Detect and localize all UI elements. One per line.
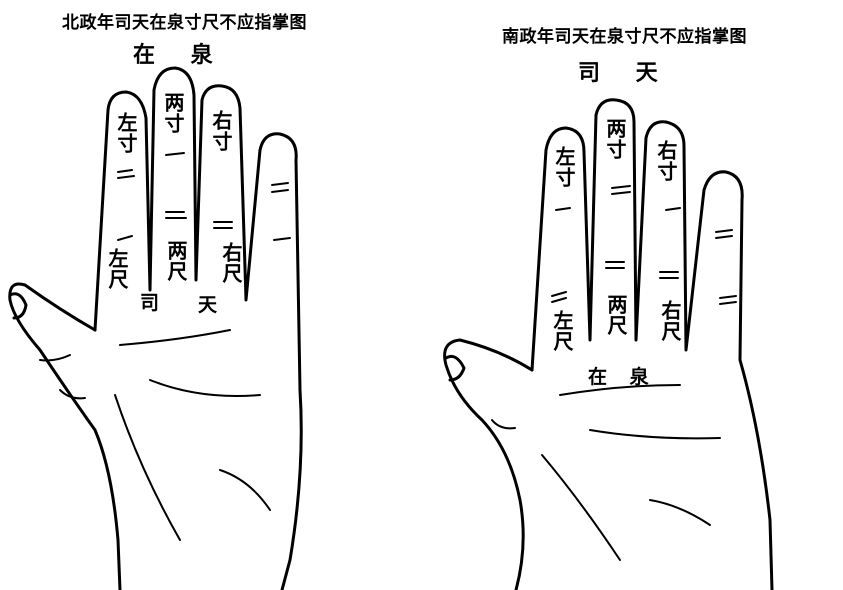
left-hand-drawing: [8, 66, 303, 590]
right-hand-drawing: [443, 98, 774, 590]
label-left-chi: 左尺: [550, 310, 574, 352]
label-left-cun: 左寸: [552, 146, 576, 188]
label-right-chi: 右尺: [658, 300, 682, 342]
label-right-cun: 右寸: [209, 110, 233, 152]
south-hand-diagram: 南政年司天在泉寸尺不应指掌图 司 天 左寸 两寸 右寸 左尺: [420, 0, 843, 590]
label-both-cun: 两寸: [161, 92, 185, 134]
label-both-chi: 两尺: [604, 294, 628, 336]
north-diagram-title: 北政年司天在泉寸尺不应指掌图: [62, 13, 307, 33]
north-hand-diagram: 北政年司天在泉寸尺不应指掌图 在 泉 左寸 两寸 右寸 左尺: [0, 0, 420, 590]
bottom-label-si: 司: [140, 292, 160, 314]
label-left-cun: 左寸: [114, 112, 138, 154]
label-left-chi: 左尺: [105, 248, 129, 290]
label-both-cun: 两寸: [603, 118, 627, 160]
label-right-chi: 右尺: [219, 242, 243, 284]
top-label-zaiquan: 在 泉: [133, 42, 227, 68]
bottom-label-tian: 天: [198, 294, 218, 316]
label-right-cun: 右寸: [654, 140, 678, 182]
bottom-label-zaiquan: 在 泉: [588, 366, 657, 388]
label-both-chi: 两尺: [164, 240, 188, 282]
top-label-sitian: 司 天: [578, 60, 672, 86]
south-diagram-title: 南政年司天在泉寸尺不应指掌图: [502, 27, 747, 47]
